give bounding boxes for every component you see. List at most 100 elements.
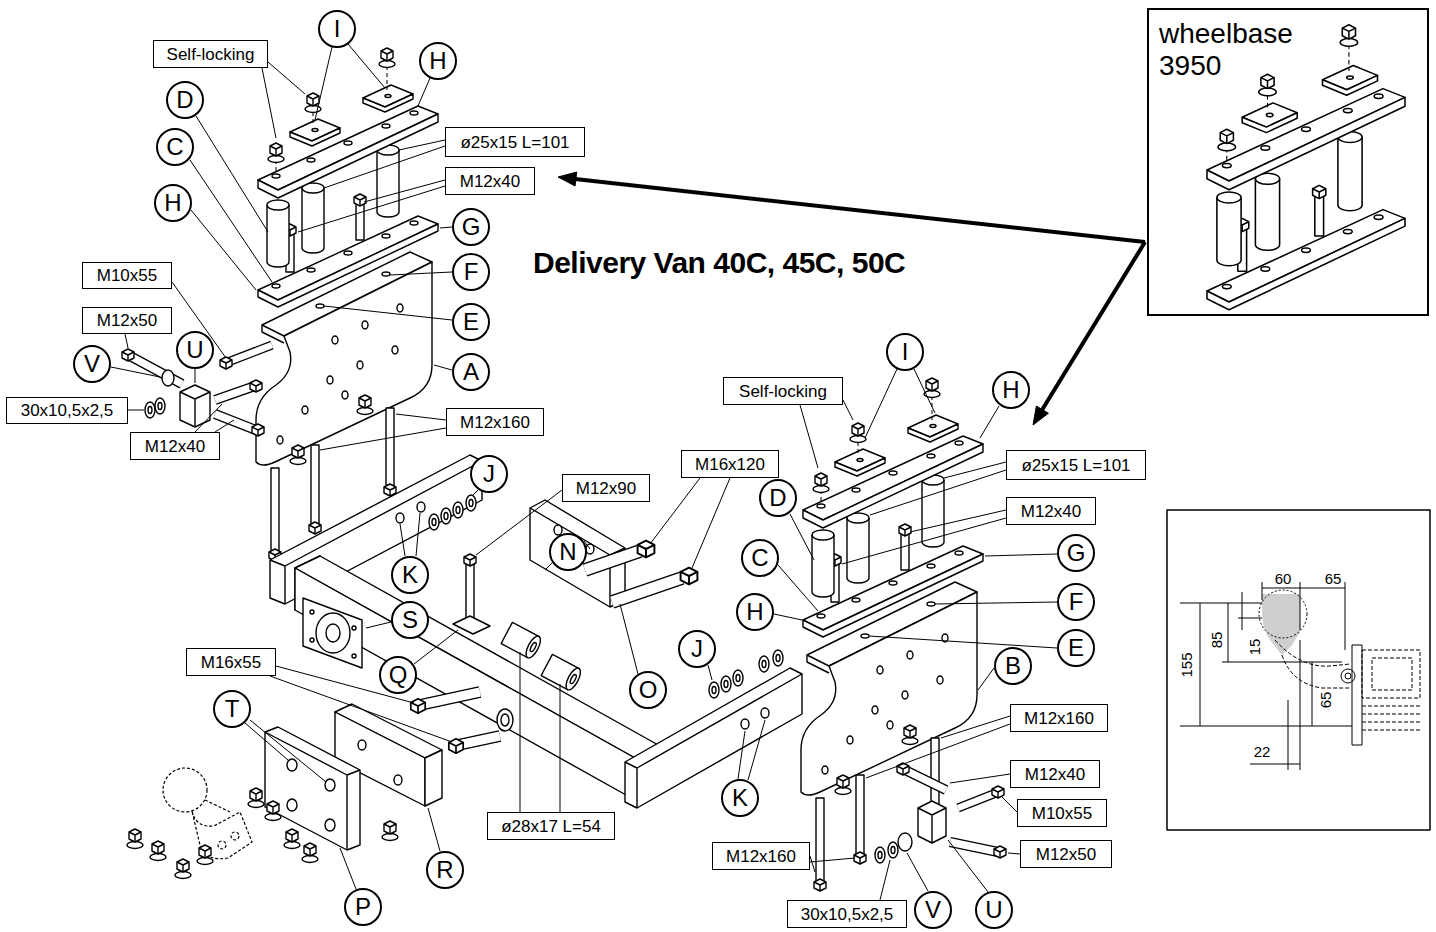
callout-letter: U [975,891,1013,929]
dimension-label: 155 [1179,651,1194,678]
diagram-title: Delivery Van 40C, 45C, 50C [533,245,905,281]
callout-text: H [429,49,446,73]
part-size-label: M12x90 [562,474,650,502]
callout-text: D [176,88,193,112]
dimension-label: 15 [1247,638,1262,657]
callout-text: H [746,600,763,624]
callout-text: V [84,352,100,376]
inset-box: wheelbase 3950 [1147,8,1429,316]
callout-letter: G [452,208,490,246]
part-size-label: ø25x15 L=101 [1006,450,1146,480]
callout-letter: F [1057,583,1095,621]
callout-text: E [463,310,479,334]
label-text: M12x40 [460,173,520,190]
part-size-label: M12x160 [446,408,544,436]
callout-text: J [691,637,703,661]
callout-letter: E [452,303,490,341]
label-text: Self-locking [167,46,255,63]
callout-letter: E [1057,629,1095,667]
callout-letter: C [156,128,194,166]
part-size-label: Self-locking [723,377,843,405]
callout-text: B [1005,654,1021,678]
callout-text: K [732,786,748,810]
callout-text: F [464,260,479,284]
callout-text: C [166,135,183,159]
callout-text: H [1002,378,1019,402]
callout-letter: H [736,593,774,631]
callout-letter: I [318,10,356,48]
callout-letter: D [166,81,204,119]
callout-letter: J [678,630,716,668]
part-size-label: 30x10,5x2,5 [6,397,128,424]
label-text: Self-locking [739,383,827,400]
callout-text: E [1068,636,1084,660]
label-text: 30x10,5x2,5 [21,402,114,419]
callout-text: I [334,17,341,41]
label-text: M12x50 [1036,846,1096,863]
dimension-label: 60 [1274,571,1293,586]
callout-letter: T [213,690,251,728]
callout-letter: V [914,891,952,929]
callout-text: U [186,338,203,362]
callout-letter: K [721,779,759,817]
label-text: M16x120 [695,456,765,473]
part-size-label: M12x40 [130,432,220,460]
callout-letter: D [759,479,797,517]
callout-text: I [902,340,909,364]
callout-letter: J [470,455,508,493]
label-text: M12x160 [726,848,796,865]
callout-text: N [559,540,576,564]
callout-text: V [925,898,941,922]
label-text: M12x40 [1025,766,1085,783]
label-text: M12x90 [576,480,636,497]
callout-text: H [164,191,181,215]
dimension-label: 22 [1253,744,1272,759]
callout-letter: K [391,556,429,594]
callout-letter: C [741,539,779,577]
callout-text: D [769,486,786,510]
callout-letter: H [154,184,192,222]
callout-letter: S [391,601,429,639]
callout-text: U [985,898,1002,922]
callout-letter: N [549,533,587,571]
part-size-label: M12x40 [1010,760,1100,788]
part-size-label: M12x50 [82,307,172,334]
label-text: M10x55 [1032,805,1092,822]
part-size-label: ø25x15 L=101 [445,127,585,157]
label-text: M12x40 [1021,503,1081,520]
part-size-label: M10x55 [1017,799,1107,827]
callout-text: A [463,360,479,384]
part-size-label: 30x10,5x2,5 [787,900,907,928]
part-size-label: Self-locking [153,40,268,68]
callout-letter: A [452,353,490,391]
dimension-label: 65 [1324,571,1343,586]
callout-text: F [1069,590,1084,614]
label-text: ø28x17 L=54 [501,818,601,835]
callout-text: G [462,215,481,239]
callout-text: Q [389,663,408,687]
label-text: 30x10,5x2,5 [801,906,894,923]
callout-text: K [402,563,418,587]
callout-letter: U [176,331,214,369]
label-text: M16x55 [201,654,261,671]
callout-letter: R [426,851,464,889]
callout-text: P [355,895,371,919]
callout-text: O [639,678,658,702]
label-text: M10x55 [97,267,157,284]
callout-letter: B [994,647,1032,685]
part-size-label: ø28x17 L=54 [487,812,615,840]
label-text: ø25x15 L=101 [1021,457,1130,474]
callout-text: G [1067,541,1086,565]
part-size-label: M16x120 [681,450,779,478]
callout-letter: P [344,888,382,926]
part-size-label: M16x55 [186,648,276,676]
callout-text: T [225,697,240,721]
callout-letter: I [886,333,924,371]
part-size-label: M12x40 [445,167,535,195]
callout-letter: H [419,42,457,80]
dimension-label: 65 [1318,691,1333,710]
callout-text: C [751,546,768,570]
callout-letter: F [452,253,490,291]
dimension-label: 85 [1209,631,1224,650]
part-size-label: M12x50 [1020,840,1112,868]
